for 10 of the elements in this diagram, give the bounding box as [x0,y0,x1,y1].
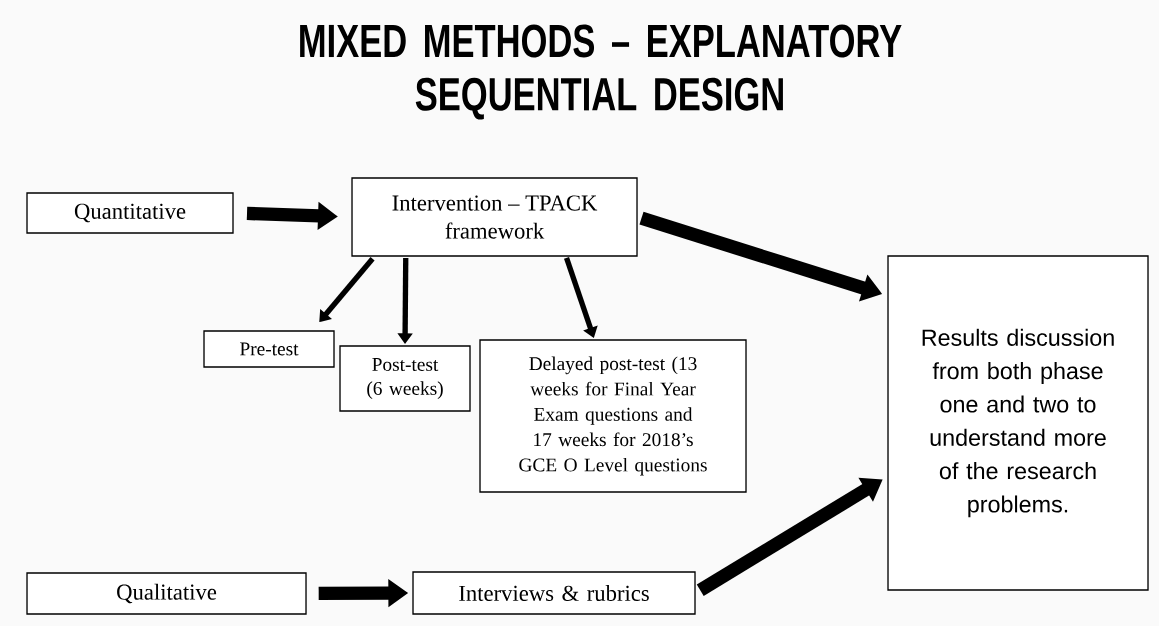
text-box: Interviews & rubrics [412,571,696,615]
text-box: Delayed post-test (13 weeks for Final Year Exam questions and 17 weeks for 2018’s GCE O Level questions [479,339,747,493]
arrow [564,257,598,338]
text-box: Pre-test [203,330,335,368]
text-box: Intervention – TPACK framework [351,177,638,257]
text-box: Post-test (6 weeks) [339,345,471,412]
text-box: Qualitative [26,572,307,615]
text-box: Results discussion from both phase one and two to understand more of the research problems. [887,255,1149,591]
title: MIXED METHODS – EXPLANATORY SEQUENTIAL DESIGN [300,24,902,120]
text-box: Quantitative [26,192,234,234]
